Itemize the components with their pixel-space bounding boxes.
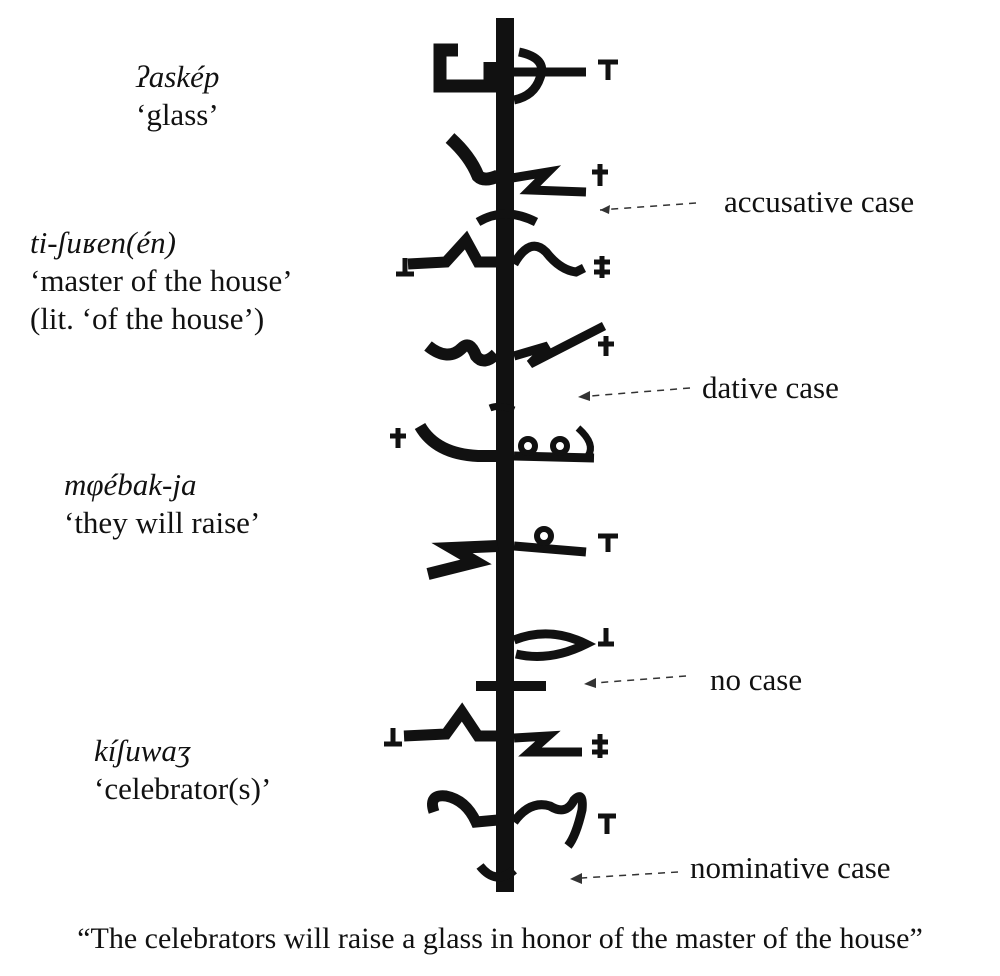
gloss-celebrators: kíʃuwaʒ ‘celebrator(s)’: [94, 732, 271, 808]
glyph-celebrators: [403, 702, 587, 882]
label-dative-case: dative case: [702, 370, 839, 405]
gloss-master: ti-ʃuʁen(én) ‘master of the house’ (lit.…: [30, 224, 293, 338]
arrow-dative: [589, 387, 691, 397]
gloss-literal: (lit. ‘of the house’): [30, 301, 265, 336]
central-stem: [496, 18, 514, 892]
gloss-raise: mφébak-ja ‘they will raise’: [64, 466, 260, 542]
label-no-case: no case: [710, 662, 803, 697]
gloss-form: kíʃuwaʒ: [94, 733, 191, 768]
mark-tack-up-2: [598, 533, 618, 552]
label-nominative-case: nominative case: [690, 850, 891, 885]
glyph-master: [407, 209, 587, 277]
mark-cross-double: [594, 256, 610, 278]
mark-cross-2: [598, 336, 614, 356]
mark-cross-double-2: [592, 734, 608, 758]
gloss-glass: ʔaskép ‘glass’: [136, 58, 219, 134]
gloss-form: ti-ʃuʁen(én): [30, 225, 176, 260]
mark-tack-down-3: [384, 728, 402, 747]
gloss-meaning: ‘they will raise’: [64, 505, 261, 540]
glyph-glass: [433, 43, 586, 105]
translation-caption: “The celebrators will raise a glass in h…: [77, 922, 923, 955]
glyph-dative: [424, 321, 607, 369]
label-accusative-case: accusative case: [724, 184, 915, 219]
arrow-nocase: [593, 675, 687, 684]
mark-cross-3: [390, 428, 406, 448]
gloss-form: ʔaskép: [136, 59, 220, 94]
glyph-nocase: [476, 629, 597, 691]
mark-tack-down: [396, 258, 414, 277]
glyph-raise-upper: [414, 402, 595, 463]
glyph-accusative: [445, 133, 587, 197]
mark-cross: [592, 164, 608, 186]
arrow-nominative: [581, 871, 679, 879]
gloss-meaning: ‘glass’: [136, 97, 219, 132]
arrow-accusative: [599, 202, 697, 211]
mark-tack-up: [598, 59, 618, 80]
gloss-meaning: ‘celebrator(s)’: [94, 771, 272, 806]
gloss-form: mφébak-ja: [64, 467, 197, 502]
glyph-raise-lower: [426, 526, 587, 580]
mark-tack-down-2: [598, 628, 614, 647]
mark-tack-up-3: [598, 813, 616, 834]
gloss-meaning: ‘master of the house’: [30, 263, 293, 298]
